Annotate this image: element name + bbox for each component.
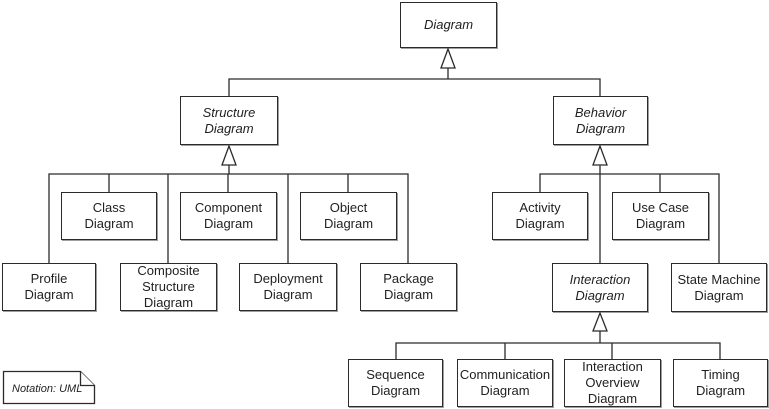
- node-behavior-diagram: Behavior Diagram: [553, 96, 648, 145]
- node-state-machine-diagram: State Machine Diagram: [671, 263, 767, 312]
- connector-behavior-children: [539, 165, 720, 263]
- node-timing-diagram: Timing Diagram: [673, 359, 768, 407]
- connector-diagram-children: [228, 68, 601, 96]
- node-activity-diagram: Activity Diagram: [492, 192, 588, 240]
- connector-interaction-children: [395, 331, 721, 359]
- node-class-diagram: Class Diagram: [61, 192, 157, 240]
- node-composite-structure-diagram: Composite Structure Diagram: [120, 263, 217, 311]
- node-component-diagram: Component Diagram: [180, 192, 277, 240]
- connector-structure-children: [48, 165, 409, 263]
- generalization-arrowhead-behavior: [592, 144, 608, 166]
- note-fold-icon: [79, 371, 95, 387]
- node-interaction-diagram: Interaction Diagram: [552, 263, 648, 312]
- node-sequence-diagram: Sequence Diagram: [348, 359, 443, 407]
- generalization-arrowhead-structure: [221, 144, 237, 166]
- node-profile-diagram: Profile Diagram: [2, 263, 96, 311]
- node-deployment-diagram: Deployment Diagram: [239, 263, 337, 311]
- node-package-diagram: Package Diagram: [360, 263, 457, 311]
- node-communication-diagram: Communication Diagram: [457, 359, 553, 407]
- node-interaction-overview-diagram: Interaction Overview Diagram: [564, 359, 661, 407]
- generalization-arrowhead-diagram: [440, 47, 456, 69]
- node-object-diagram: Object Diagram: [300, 192, 397, 240]
- node-diagram: Diagram: [400, 2, 497, 48]
- uml-note-shape: [2, 370, 96, 405]
- generalization-arrowhead-interaction: [592, 311, 608, 332]
- node-structure-diagram: Structure Diagram: [180, 96, 278, 145]
- notation-note-label: Notation: UML: [12, 383, 83, 395]
- node-use-case-diagram: Use Case Diagram: [612, 192, 709, 240]
